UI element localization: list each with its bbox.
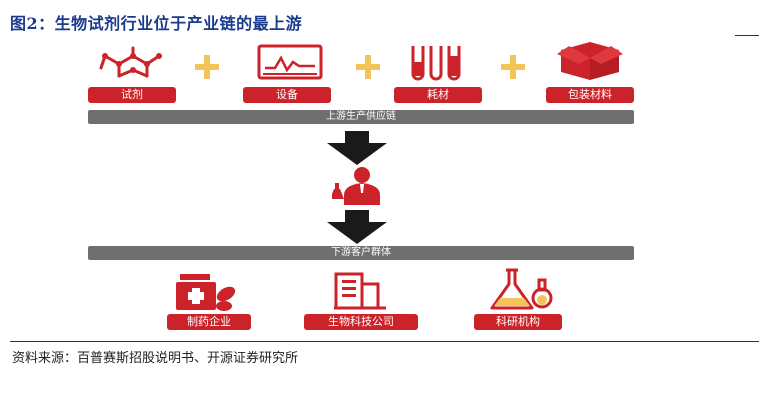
instrument-monitor-icon [257, 44, 323, 80]
label-packaging: 包装材料 [546, 87, 634, 103]
plus-icon [501, 55, 525, 79]
bottom-rule [10, 341, 759, 342]
lab-flask-icon [490, 268, 553, 310]
label-pharma: 制药企业 [167, 314, 251, 330]
company-building-icon [334, 272, 386, 310]
package-box-icon [557, 42, 623, 80]
plus-icon [195, 55, 219, 79]
down-arrow-icon [327, 210, 387, 244]
label-consumables: 耗材 [394, 87, 482, 103]
label-reagent: 试剂 [88, 87, 176, 103]
downstream-customer-bar: 下游客户群体 [88, 246, 634, 260]
plus-icon [356, 55, 380, 79]
label-biotech: 生物科技公司 [304, 314, 418, 330]
scientist-icon [332, 167, 380, 205]
label-research: 科研机构 [474, 314, 562, 330]
down-arrow-icon [327, 131, 387, 165]
figure-title: 图2：生物试剂行业位于产业链的最上游 [10, 14, 303, 33]
pharma-kit-icon [176, 274, 236, 311]
title-rule [735, 35, 759, 36]
molecule-icon [99, 46, 162, 78]
label-equipment: 设备 [243, 87, 331, 103]
source-note: 资料来源：百普赛斯招股说明书、开源证券研究所 [12, 351, 299, 366]
test-tubes-icon [411, 46, 461, 81]
upstream-supply-chain-bar: 上游生产供应链 [88, 110, 634, 124]
